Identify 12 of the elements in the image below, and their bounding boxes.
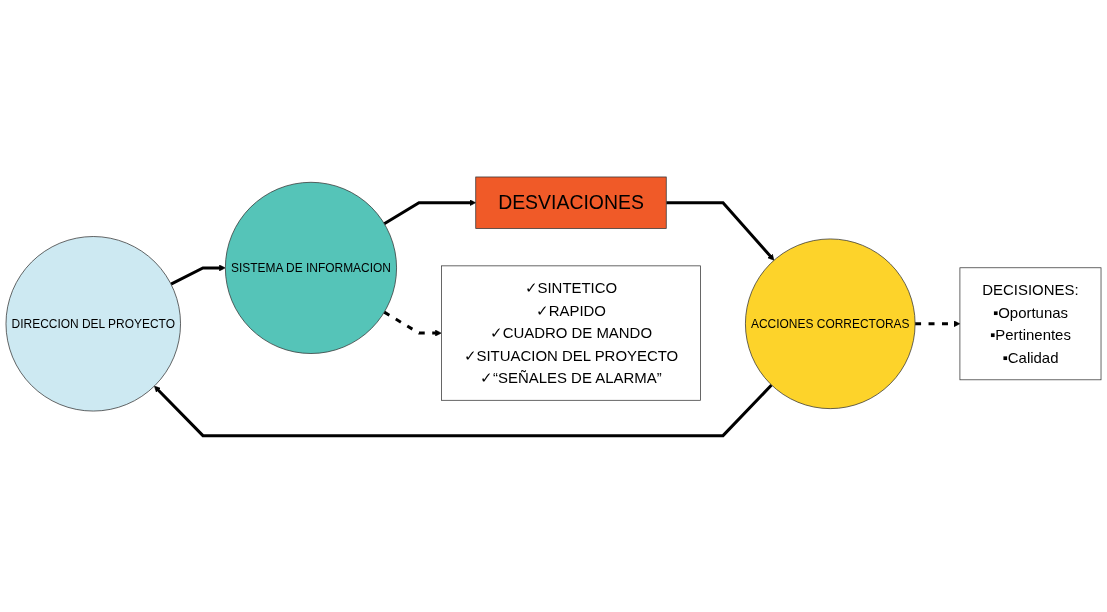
node-circle: DIRECCION DEL PROYECTO: [5, 235, 181, 412]
arrow: [666, 200, 775, 261]
arrow: [383, 310, 442, 337]
node-circle: ACCIONES CORRECTORAS: [745, 238, 916, 409]
node-circle: SISTEMA DE INFORMACION: [224, 181, 397, 354]
node-box: DECISIONES: ▪Oportunas ▪Pertinentes ▪Calidad: [959, 267, 1102, 380]
arrow: [915, 320, 961, 327]
arrow: [154, 383, 773, 437]
arrow: [170, 264, 226, 286]
node-box: ✓SINTETICO ✓RAPIDO ✓CUADRO DE MANDO ✓SITUACION DEL PROYECTO ✓“SEÑALES DE ALARMA”: [441, 265, 701, 401]
node-box: DESVIACIONES: [475, 176, 667, 229]
arrow: [383, 199, 477, 225]
